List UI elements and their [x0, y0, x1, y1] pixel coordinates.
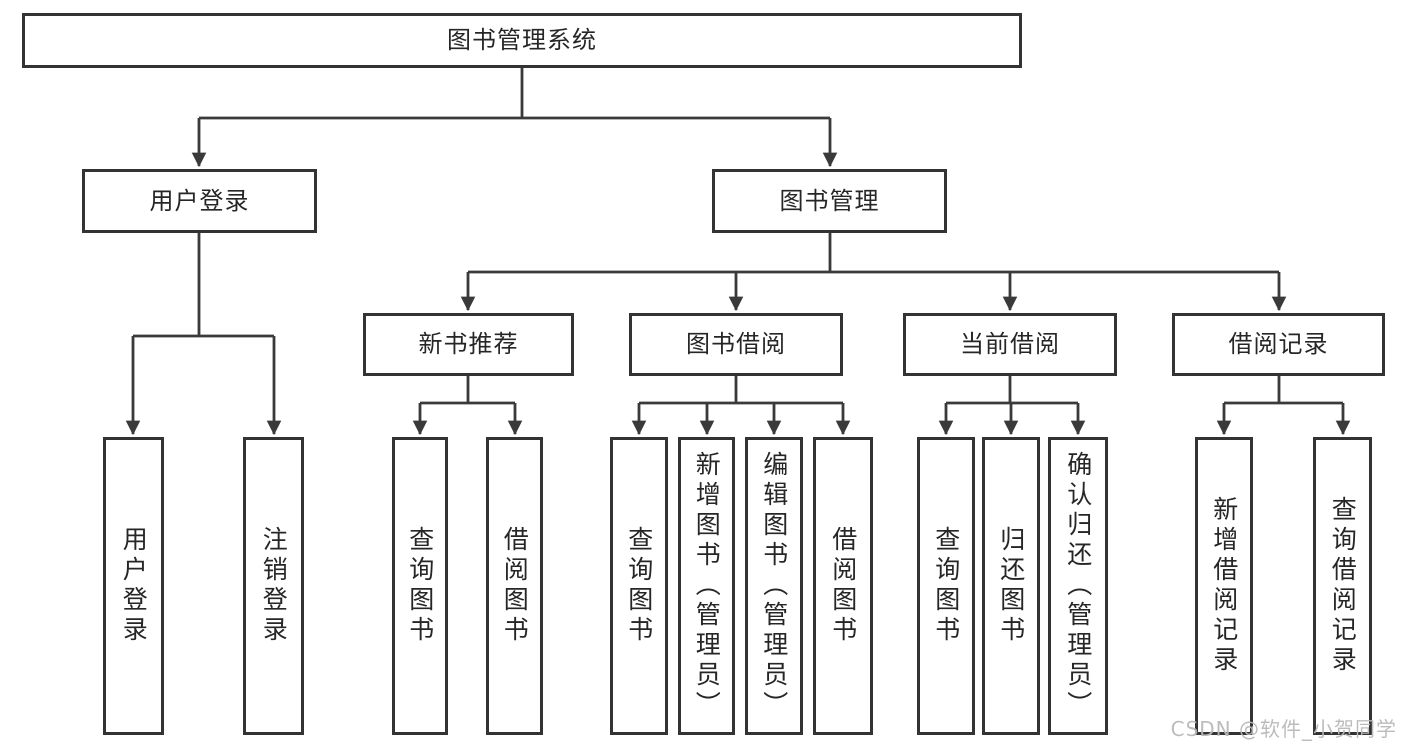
- csdn-watermark: CSDN @软件_小贺同学: [1170, 717, 1397, 741]
- leaf-query-book-under-current-borrow: 查询图书: [917, 437, 975, 735]
- node-user-login: 用户登录: [82, 169, 317, 233]
- leaf-add-book-admin: 新增图书（管理员）: [678, 437, 735, 735]
- node-label: 图书借阅: [686, 330, 786, 359]
- node-label: 查询图书: [624, 526, 654, 646]
- node-label: 确认归还（管理员）: [1063, 451, 1093, 721]
- node-label: 图书管理: [779, 186, 880, 215]
- node-book-management: 图书管理: [712, 169, 947, 233]
- leaf-query-book-under-book-borrow: 查询图书: [610, 437, 668, 735]
- node-label: 查询借阅记录: [1328, 496, 1358, 676]
- leaf-return-book: 归还图书: [982, 437, 1040, 735]
- leaf-logout-login: 注销登录: [243, 437, 304, 735]
- node-label: 新增图书（管理员）: [692, 451, 722, 721]
- node-label: 当前借阅: [960, 330, 1060, 359]
- node-label: 新书推荐: [418, 330, 519, 359]
- node-new-book-recommend: 新书推荐: [363, 313, 574, 376]
- node-label: 归还图书: [996, 526, 1026, 646]
- node-current-borrow: 当前借阅: [903, 313, 1117, 376]
- node-label: 借阅图书: [500, 526, 530, 646]
- node-label: 新增借阅记录: [1209, 496, 1239, 676]
- node-label: 查询图书: [931, 526, 961, 646]
- node-borrow-records: 借阅记录: [1172, 313, 1385, 376]
- node-label: 借阅记录: [1228, 330, 1329, 359]
- node-label: 用户登录: [149, 186, 250, 215]
- leaf-edit-book-admin: 编辑图书（管理员）: [745, 437, 803, 735]
- node-label: 查询图书: [405, 526, 435, 646]
- leaf-borrow-book-under-book-borrow: 借阅图书: [813, 437, 873, 735]
- leaf-user-login: 用户登录: [103, 437, 164, 735]
- leaf-confirm-return-admin: 确认归还（管理员）: [1048, 437, 1108, 735]
- leaf-borrow-book-under-new-book: 借阅图书: [486, 437, 543, 735]
- node-label: 借阅图书: [828, 526, 858, 646]
- leaf-query-book-under-new-book: 查询图书: [392, 437, 448, 735]
- node-label: 用户登录: [119, 526, 149, 646]
- node-library-management-system: 图书管理系统: [22, 13, 1022, 68]
- node-label: 注销登录: [259, 526, 289, 646]
- leaf-query-borrow-record: 查询借阅记录: [1313, 437, 1372, 735]
- leaf-add-borrow-record: 新增借阅记录: [1195, 437, 1253, 735]
- node-label: 图书管理系统: [447, 26, 597, 55]
- node-label: 编辑图书（管理员）: [759, 451, 789, 721]
- node-book-borrow: 图书借阅: [629, 313, 843, 376]
